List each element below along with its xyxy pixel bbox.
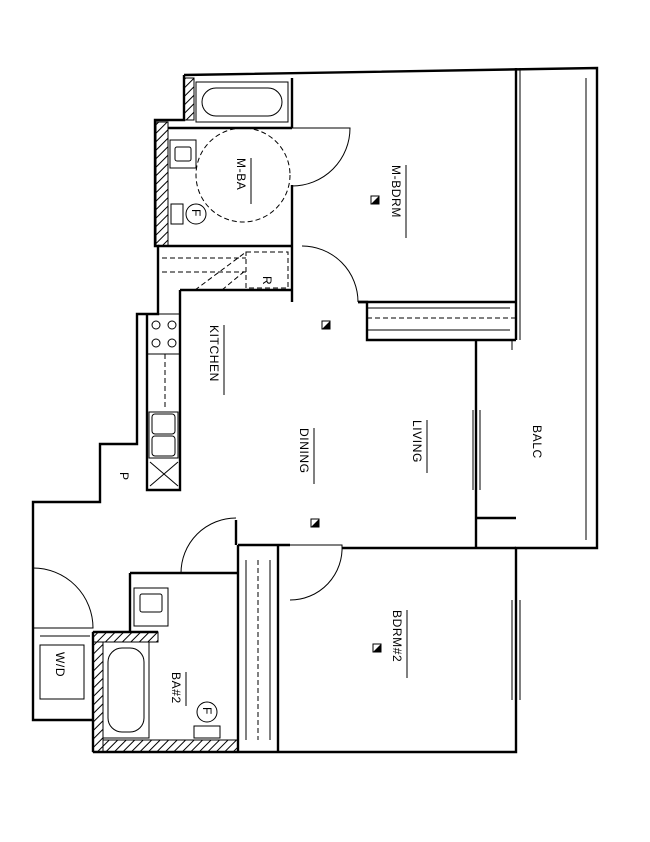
label-balc: BALC: [530, 425, 544, 459]
label-m-bdrm: M-BDRM: [389, 165, 403, 218]
electrical-markers: [310, 195, 382, 653]
label-bdrm2: BDRM#2: [390, 610, 404, 662]
label-pantry: P: [117, 472, 131, 481]
kitchen-fixtures: [146, 313, 181, 487]
label-washer-dryer: W/D: [53, 652, 67, 677]
windows: [472, 68, 587, 700]
label-ba2: BA#2: [169, 672, 183, 704]
label-kitchen: KITCHEN: [207, 325, 221, 382]
fixture-labels: R P W/D F F: [53, 209, 274, 715]
room-labels: M-BA M-BDRM KITCHEN DINING LIVING BALC B…: [169, 158, 544, 706]
master-bath-fixtures: [162, 81, 291, 291]
bath2-fixtures: [39, 587, 221, 739]
hatched-walls: [92, 77, 239, 753]
label-dining: DINING: [297, 428, 311, 474]
label-fridge: R: [260, 276, 274, 285]
label-toilet-ba2: F: [200, 707, 214, 715]
master-closet: [367, 307, 516, 331]
bdrm2-closet: [245, 560, 271, 740]
label-m-ba: M-BA: [234, 158, 248, 190]
label-living: LIVING: [410, 420, 424, 463]
interior-walls: [128, 68, 518, 752]
label-toilet-master: F: [189, 209, 203, 217]
doors: [32, 127, 359, 629]
